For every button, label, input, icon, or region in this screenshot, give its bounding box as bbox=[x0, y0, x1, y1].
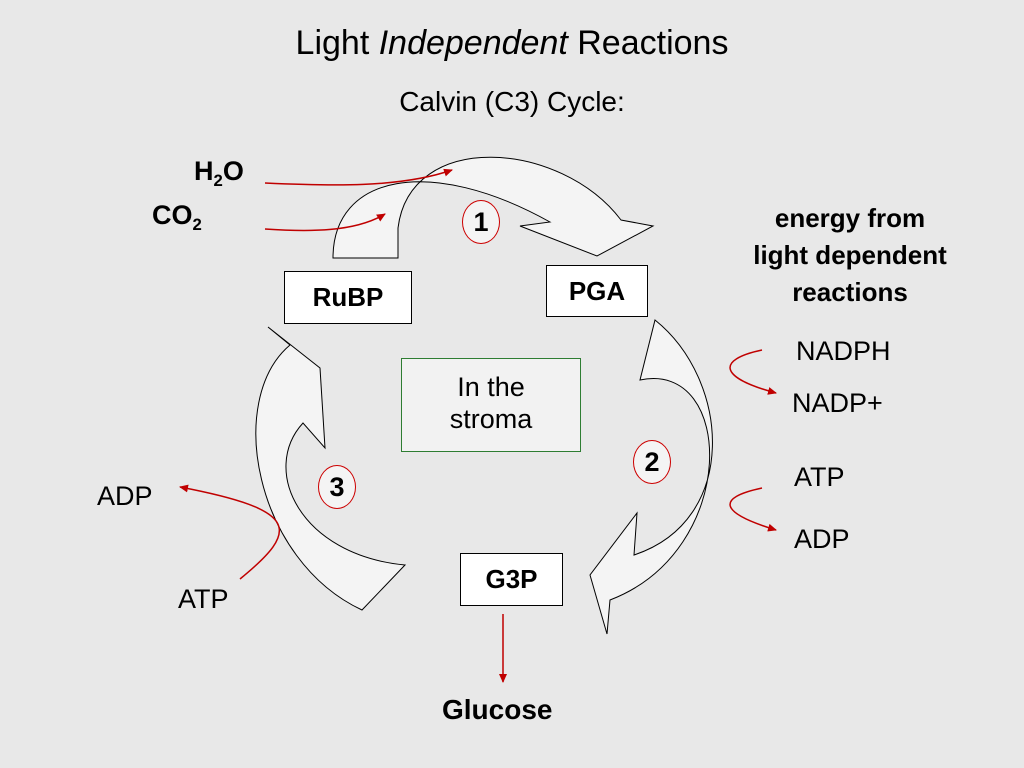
nadph-to-nadp-arrow bbox=[729, 349, 777, 395]
cycle-arrow-right bbox=[589, 319, 713, 635]
atp-to-adp-arrow-left bbox=[179, 484, 281, 580]
energy-note-line-2: light dependent bbox=[753, 240, 947, 270]
title-suffix: Reactions bbox=[577, 24, 729, 62]
water-label: H2O bbox=[194, 156, 244, 190]
co2-label: CO2 bbox=[152, 200, 202, 234]
step-1-circle: 1 bbox=[462, 200, 500, 244]
adp-label-right: ADP bbox=[794, 524, 850, 554]
g3p-box: G3P bbox=[460, 553, 563, 606]
page-title: Light Independent Reactions bbox=[0, 26, 1024, 60]
pga-box: PGA bbox=[546, 265, 648, 317]
cycle-arrow-left bbox=[255, 326, 407, 611]
energy-note: energy from light dependent reactions bbox=[715, 200, 985, 311]
stroma-line-1: In the bbox=[457, 372, 525, 402]
nadph-label: NADPH bbox=[796, 336, 891, 366]
page-subtitle: Calvin (C3) Cycle: bbox=[399, 86, 625, 117]
nadp-label: NADP+ bbox=[792, 388, 883, 418]
water-input-arrow bbox=[264, 168, 453, 186]
stroma-line-2: stroma bbox=[449, 404, 533, 434]
title-italic: Independent bbox=[378, 24, 568, 62]
rubp-box: RuBP bbox=[284, 271, 412, 324]
adp-label-left: ADP bbox=[97, 481, 153, 511]
atp-label-right: ATP bbox=[794, 462, 845, 492]
energy-note-line-1: energy from bbox=[774, 203, 926, 233]
stroma-location-box: In the stroma bbox=[401, 358, 581, 452]
step-2-circle: 2 bbox=[633, 440, 671, 484]
atp-label-left: ATP bbox=[178, 584, 229, 614]
energy-note-line-3: reactions bbox=[792, 277, 908, 307]
cycle-arrow-top bbox=[332, 156, 655, 259]
title-prefix: Light bbox=[295, 24, 370, 62]
atp-to-adp-arrow-right bbox=[729, 487, 777, 532]
step-3-circle: 3 bbox=[318, 465, 356, 509]
co2-input-arrow bbox=[264, 213, 386, 232]
glucose-label: Glucose bbox=[442, 694, 553, 725]
